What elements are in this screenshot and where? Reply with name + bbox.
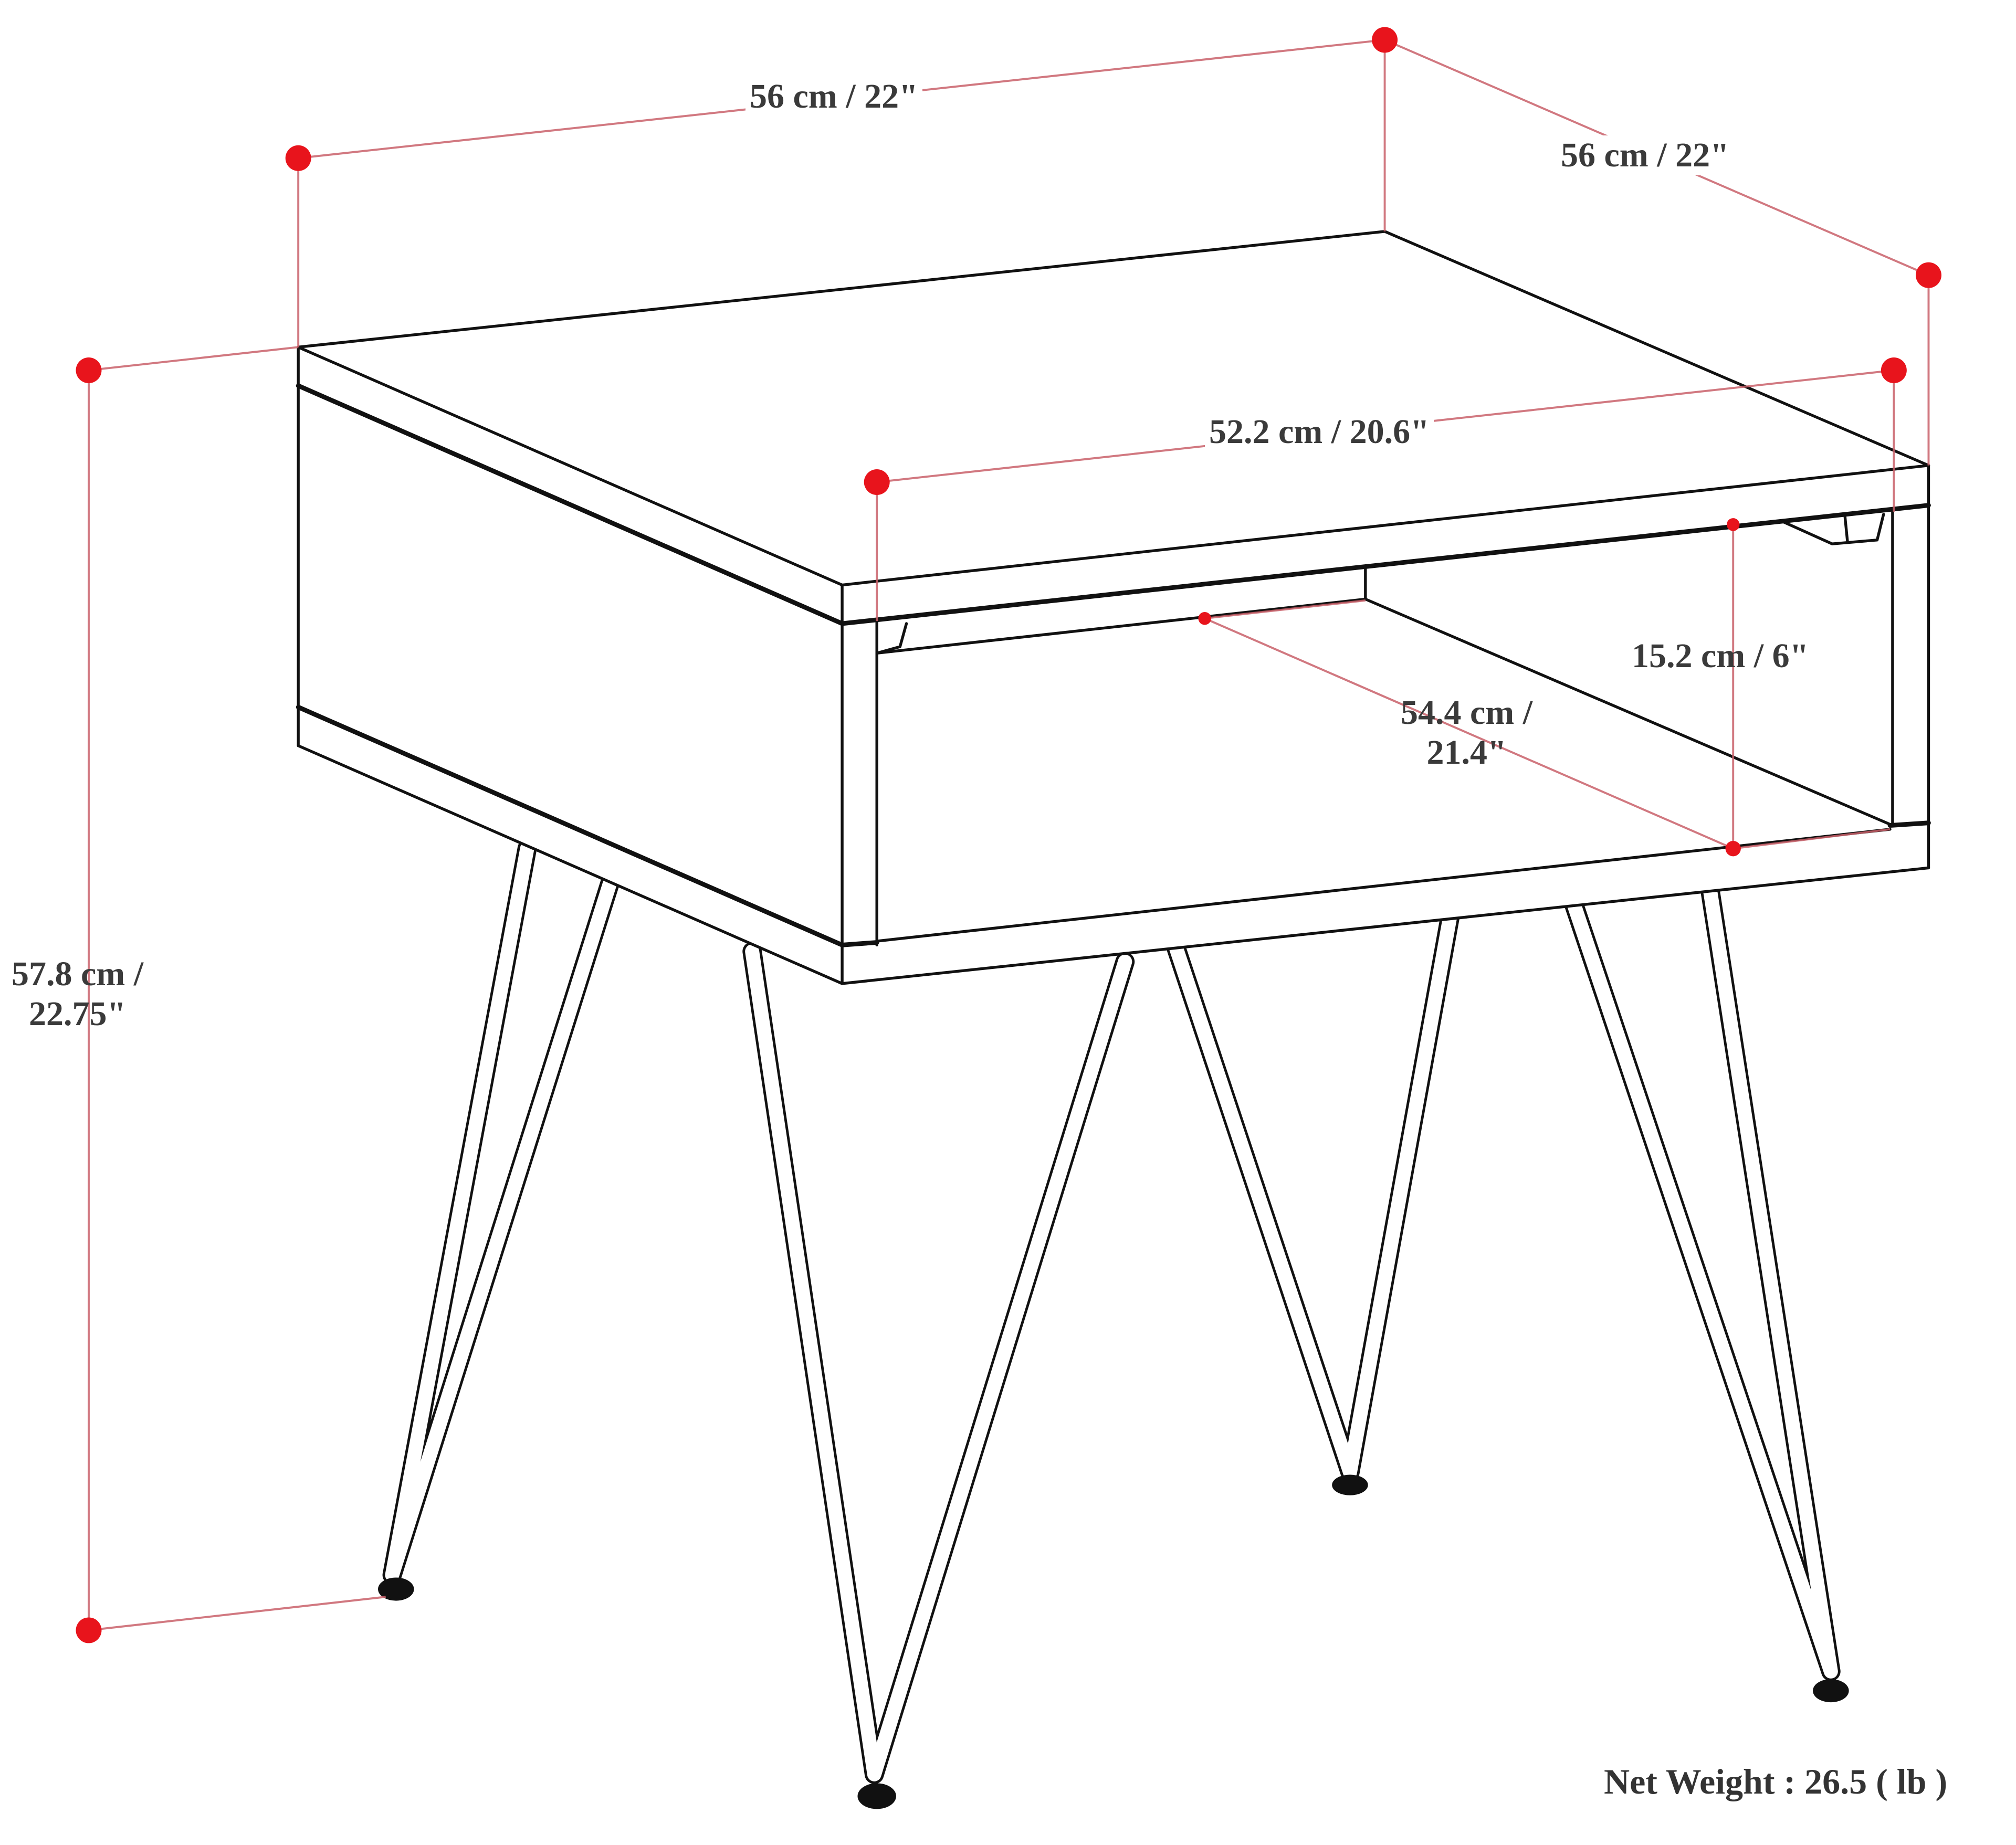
dimension-dot xyxy=(1726,518,1740,531)
leg-front xyxy=(742,942,1135,1809)
dimension-label-top-depth: 56 cm / 22" xyxy=(1557,135,1734,175)
leg-foot xyxy=(857,1783,896,1809)
leg-back-left xyxy=(378,839,621,1601)
leg-foot xyxy=(1813,1679,1849,1703)
leg-back-right xyxy=(1562,880,1849,1703)
dimension-dot xyxy=(76,1617,102,1643)
dimension-dot xyxy=(1915,262,1941,288)
shelf-interior xyxy=(875,513,1894,827)
dimension-dot xyxy=(285,145,311,171)
dimension-dot xyxy=(1372,27,1398,53)
leg-foot xyxy=(378,1577,414,1601)
net-weight-label: Net Weight : 26.5 ( lb ) xyxy=(1604,1762,1948,1801)
dimension-lines xyxy=(88,38,1930,1631)
bottom-panel xyxy=(296,704,1931,985)
dimension-dot xyxy=(1725,840,1741,857)
leg-foot xyxy=(1332,1474,1368,1495)
right-side-panel xyxy=(1891,503,1930,827)
dimension-label-overall-height: 57.8 cm / 22.75" xyxy=(12,955,144,1033)
dimension-label-shelf-depth: 54.4 cm / 21.4" xyxy=(1401,693,1533,772)
dimension-label-top-width: 56 cm / 22" xyxy=(746,77,922,117)
dimension-dot xyxy=(1198,612,1211,625)
dimension-dot xyxy=(76,357,102,383)
dimension-label-shelf-opening-width: 52.2 cm / 20.6" xyxy=(1205,412,1434,452)
dimension-dot xyxy=(864,469,890,495)
table-body xyxy=(296,230,1931,985)
leg-back-middle xyxy=(1167,905,1460,1495)
hairpin-legs xyxy=(378,839,1849,1809)
left-side-panel xyxy=(297,384,878,985)
dimension-label-shelf-opening-height: 15.2 cm / 6" xyxy=(1632,637,1809,675)
dimension-endpoints xyxy=(76,27,1941,1643)
dimension-dot xyxy=(1881,357,1907,383)
